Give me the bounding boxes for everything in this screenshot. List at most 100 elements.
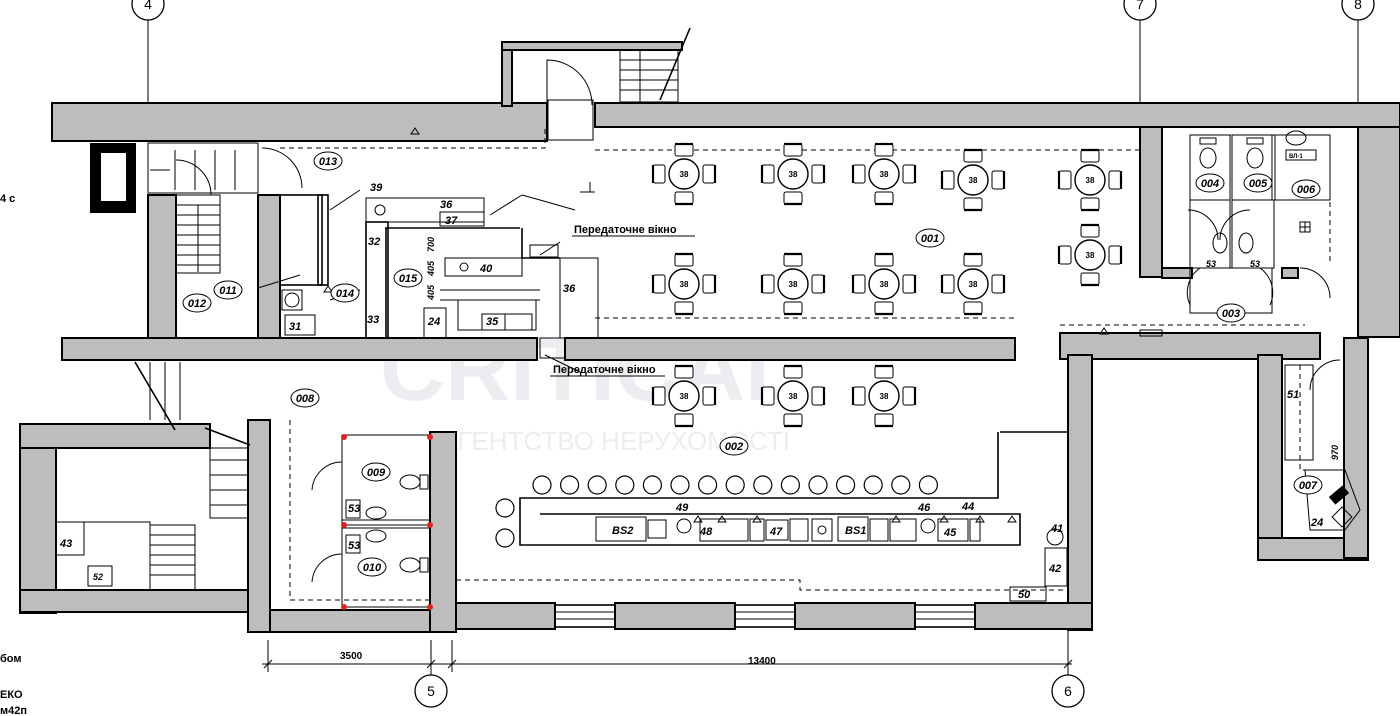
room-label-011: 011 bbox=[213, 280, 243, 300]
unit-40 bbox=[444, 257, 523, 277]
equip-44: 44 bbox=[961, 501, 974, 513]
wall-left-col bbox=[147, 194, 177, 346]
table-top bbox=[957, 164, 989, 196]
axis-marker-4: 4 bbox=[131, 0, 165, 21]
room-label-010: 010 bbox=[357, 557, 387, 577]
chair bbox=[874, 191, 894, 205]
dining-table: 38 bbox=[851, 364, 917, 428]
lower-left-room bbox=[55, 448, 151, 591]
table-number: 38 bbox=[789, 392, 798, 401]
equip-49: 49 bbox=[675, 502, 689, 514]
svg-text:005: 005 bbox=[1249, 178, 1268, 190]
room-label-007: 007 bbox=[1293, 475, 1323, 495]
bar-stool bbox=[670, 475, 690, 495]
table-top bbox=[668, 158, 700, 190]
dim-13400: 13400 bbox=[748, 656, 776, 667]
left-text-4: м42п bbox=[0, 705, 27, 716]
chair bbox=[874, 253, 894, 267]
equip-bs2: BS2 bbox=[612, 525, 633, 537]
left-text-2: бом bbox=[0, 653, 22, 665]
chair bbox=[652, 274, 666, 294]
table-number: 38 bbox=[880, 392, 889, 401]
counter-37 bbox=[439, 211, 485, 227]
chair bbox=[852, 274, 866, 294]
table-number: 38 bbox=[680, 170, 689, 179]
room-label-003: 003 bbox=[1216, 303, 1246, 323]
wall-mid-right bbox=[564, 337, 1016, 361]
note-700: 700 bbox=[426, 237, 436, 252]
dimension-lines bbox=[262, 640, 1073, 672]
chair bbox=[963, 253, 983, 267]
chair bbox=[674, 365, 694, 379]
equip-53b: 53 bbox=[348, 540, 360, 552]
equip-43: 43 bbox=[59, 538, 72, 550]
svg-text:ВЛ-1: ВЛ-1 bbox=[1289, 154, 1303, 160]
chair bbox=[991, 170, 1005, 190]
bar-stool bbox=[615, 475, 635, 495]
wall-bottom-2 bbox=[614, 602, 736, 630]
wall-left-lower-top bbox=[19, 423, 211, 449]
axis-marker-8: 8 bbox=[1341, 0, 1375, 21]
dining-table: 38 bbox=[651, 252, 717, 316]
table-number: 38 bbox=[789, 170, 798, 179]
bar-stool bbox=[532, 475, 552, 495]
equip-bs1: BS1 bbox=[845, 525, 866, 537]
svg-text:002: 002 bbox=[725, 441, 743, 453]
room-label-005: 005 bbox=[1243, 173, 1273, 193]
chair bbox=[902, 386, 916, 406]
svg-text:003: 003 bbox=[1222, 308, 1240, 320]
room-label-014: 014 bbox=[330, 283, 360, 303]
room-label-006: 006 bbox=[1291, 179, 1321, 199]
left-edge-text: 4 с бом ЕКО м42п bbox=[0, 193, 27, 716]
bar-stool bbox=[495, 528, 515, 548]
wall-007-left bbox=[1257, 354, 1283, 561]
equip-46: 46 bbox=[917, 502, 931, 514]
chair bbox=[702, 386, 716, 406]
bar-stools bbox=[495, 475, 939, 548]
equip-40: 40 bbox=[479, 263, 493, 275]
room-labels: 001 002 003 004 005 006 007 008 009 010 … bbox=[182, 151, 1323, 577]
table-number: 38 bbox=[1086, 176, 1095, 185]
chair bbox=[874, 143, 894, 157]
chair bbox=[783, 301, 803, 315]
note-405b: 405 bbox=[426, 284, 436, 301]
dining-table: 38 bbox=[940, 252, 1006, 316]
chair bbox=[902, 164, 916, 184]
table-number: 38 bbox=[880, 280, 889, 289]
wall-8 bbox=[1357, 126, 1400, 338]
chair bbox=[963, 197, 983, 211]
wall-left-lower-side bbox=[19, 447, 57, 614]
table-number: 38 bbox=[880, 170, 889, 179]
svg-text:004: 004 bbox=[1201, 178, 1219, 190]
notes: Передаточне вікно Передаточне вікно 700 … bbox=[426, 224, 1340, 460]
svg-text:009: 009 bbox=[367, 467, 386, 479]
wall-007-right bbox=[1343, 337, 1369, 559]
chair bbox=[761, 164, 775, 184]
note-pass-window-1: Передаточне вікно bbox=[574, 224, 677, 236]
svg-text:013: 013 bbox=[319, 156, 337, 168]
chair bbox=[761, 386, 775, 406]
note-970: 970 bbox=[1330, 445, 1340, 460]
chair bbox=[991, 274, 1005, 294]
bar-stool bbox=[863, 475, 883, 495]
bar-stool bbox=[753, 475, 773, 495]
equip-53: 53 bbox=[348, 503, 360, 515]
chair bbox=[902, 274, 916, 294]
bar-counter bbox=[323, 127, 1163, 602]
dim-3500: 3500 bbox=[340, 651, 363, 662]
chair bbox=[874, 301, 894, 315]
chair bbox=[963, 149, 983, 163]
chair bbox=[852, 386, 866, 406]
equip-34: 24 bbox=[427, 316, 440, 328]
bar-stool bbox=[891, 475, 911, 495]
bar-stool bbox=[918, 475, 939, 495]
equip-51: 51 bbox=[1287, 389, 1299, 401]
dining-table: 38 bbox=[760, 142, 826, 206]
svg-text:4: 4 bbox=[144, 0, 152, 12]
equip-48: 48 bbox=[699, 526, 713, 538]
room-label-012: 012 bbox=[182, 293, 212, 313]
equip-36: 36 bbox=[440, 199, 453, 211]
room-007-equipment bbox=[1284, 364, 1361, 531]
equip-39: 39 bbox=[370, 182, 383, 194]
